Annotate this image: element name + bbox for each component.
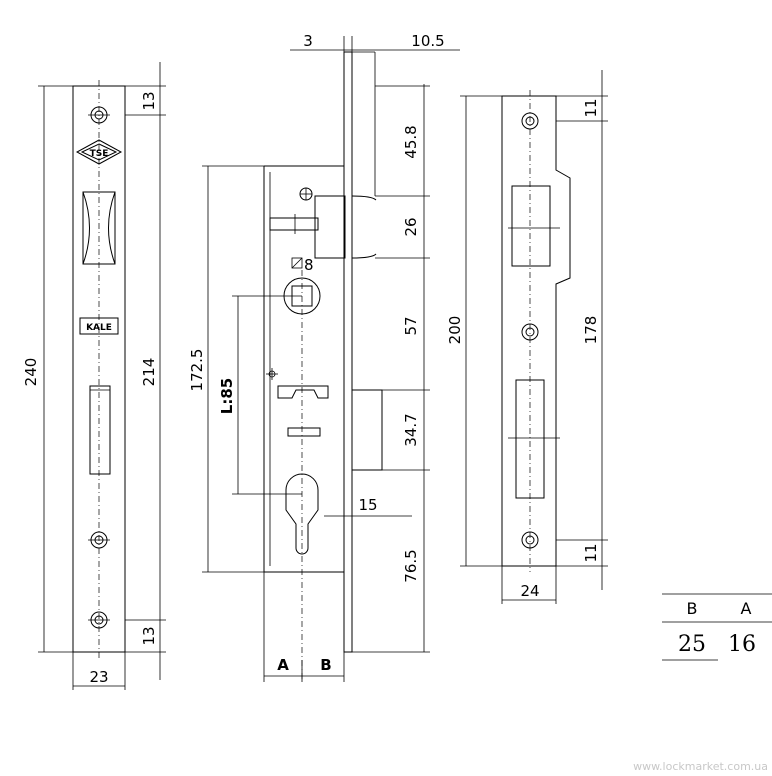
dim-26: 26: [402, 217, 420, 236]
lock-case: [263, 165, 344, 573]
dim-3: 3: [303, 32, 313, 50]
label-b: B: [320, 656, 331, 674]
bolt-strike-opening: [515, 379, 545, 499]
front-plate: [343, 51, 353, 653]
dim-width-23: 23: [89, 668, 108, 686]
cam-slot: [277, 385, 329, 399]
dim-45-8: 45.8: [402, 125, 420, 158]
table-value-a: 16: [728, 632, 756, 657]
dim-top-13: 13: [140, 91, 158, 110]
dim-strike-24: 24: [520, 582, 539, 600]
dim-overall-240: 240: [22, 358, 40, 387]
dim-15: 15: [358, 496, 377, 514]
screw-hole-icon: [521, 112, 539, 130]
dead-bolt: [351, 389, 383, 471]
strike-plate-outline: [501, 95, 571, 567]
dim-strike-top-11: 11: [582, 98, 600, 117]
dim-76-5: 76.5: [402, 549, 420, 582]
tse-logo-text: TSE: [90, 149, 109, 159]
dim-center-distance: L:85: [218, 378, 236, 414]
strike-plate-view: 200 178 11 11 24: [446, 70, 608, 604]
table-value-b: 25: [678, 632, 706, 657]
latch-opening: [82, 191, 116, 265]
dim-172-5: 172.5: [188, 349, 206, 392]
dim-bottom-13: 13: [140, 626, 158, 645]
watermark: www.lockmarket.com.ua: [633, 760, 768, 773]
size-table: B A 25 16: [662, 593, 772, 661]
tse-logo: TSE: [75, 139, 123, 165]
cylinder-hole: [285, 473, 319, 555]
lock-body-view: 8 3 10.5 45.8 26 57 34.7 76.5 15: [188, 32, 460, 682]
dim-34-7: 34.7: [402, 413, 420, 446]
kale-logo-text: KALE: [86, 323, 112, 333]
latch-strike-opening: [511, 185, 551, 267]
dim-spindle-8: 8: [304, 256, 314, 274]
table-header-a: A: [741, 599, 752, 618]
dim-57: 57: [402, 316, 420, 335]
screw-hole-icon: [521, 323, 539, 341]
dim-strike-178: 178: [582, 316, 600, 345]
latch-bolt: [314, 195, 346, 259]
kale-logo: KALE: [79, 317, 119, 335]
table-header-b: B: [687, 599, 698, 618]
dim-strike-bottom-11: 11: [582, 543, 600, 562]
dim-strike-200: 200: [446, 316, 464, 345]
dim-inner-214: 214: [140, 358, 158, 387]
screw-hole-icon: [521, 531, 539, 549]
label-a: A: [277, 656, 289, 674]
dim-10-5: 10.5: [411, 32, 444, 50]
faceplate-view: TSE KALE 240 214 13 13: [22, 62, 166, 690]
bolt-opening: [89, 385, 111, 475]
